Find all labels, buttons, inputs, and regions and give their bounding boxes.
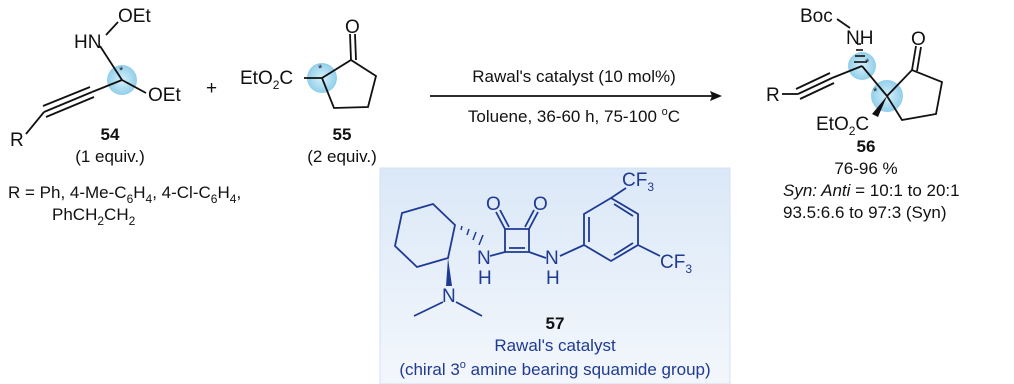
cat-amine-n-label: N: [442, 286, 456, 307]
prod-r-label: R: [766, 85, 780, 106]
plus-sign: +: [206, 78, 217, 99]
compound-57-structure: [394, 187, 661, 317]
prod-ester-label: EtO2C: [816, 114, 869, 138]
cat-o2-label: O: [533, 194, 548, 215]
cat-cf3-right-label: CF3: [660, 252, 692, 276]
compound-54-equiv: (1 equiv.): [75, 147, 145, 166]
cat-n1-label: N: [477, 248, 491, 269]
cat-h1-label: H: [478, 268, 492, 289]
compound-56-structure: * *: [782, 18, 944, 121]
compound-55-number: 55: [333, 125, 352, 144]
cat-n2-label: N: [545, 248, 559, 269]
r2-ester-label: EtO2C: [240, 68, 293, 92]
compound-56-number: 56: [857, 137, 876, 156]
catalyst-name: Rawal's catalyst: [494, 336, 616, 355]
r-groups-line2: PhCH2CH2: [52, 205, 136, 228]
stereocenter-star: *: [119, 65, 124, 77]
r1-r-label: R: [10, 130, 24, 151]
compound-55-equiv: (2 equiv.): [307, 147, 377, 166]
arrow-conditions-bottom: Toluene, 36-60 h, 75-100 oC: [468, 106, 680, 126]
r2-o-label: O: [345, 17, 360, 38]
r1-oet-top-label: OEt: [118, 6, 151, 27]
compound-54-number: 54: [101, 125, 120, 144]
r1-oet-label: OEt: [148, 85, 181, 106]
product-er: 93.5:6.6 to 97:3 (Syn): [783, 203, 947, 222]
prod-nh-label: NH: [846, 28, 873, 49]
r-groups-line1: R = Ph, 4-Me-C6H4, 4-Cl-C6H4,: [8, 183, 241, 206]
prod-boc-label: Boc: [800, 6, 833, 27]
compound-54-structure: *: [25, 21, 147, 135]
stereocenter-star: *: [873, 86, 878, 98]
product-yield: 76-96 %: [834, 159, 897, 178]
compound-57-number: 57: [546, 314, 565, 333]
cat-h2-label: H: [546, 268, 560, 289]
stereocenter-star: *: [865, 57, 870, 69]
stereocenter-star: *: [318, 63, 323, 75]
catalyst-description: (chiral 3o amine bearing squamide group): [399, 359, 710, 379]
product-dr: Syn: Anti = 10:1 to 20:1: [783, 181, 960, 200]
reaction-arrow: [430, 91, 722, 101]
cat-o1-label: O: [486, 194, 501, 215]
compound-55-structure: *: [304, 33, 378, 109]
prod-o-label: O: [911, 29, 926, 50]
catalyst-panel: [379, 167, 731, 384]
arrow-conditions-top: Rawal's catalyst (10 mol%): [472, 67, 676, 86]
r1-hn-label: HN: [74, 32, 101, 53]
cat-cf3-top-label: CF3: [622, 170, 654, 194]
